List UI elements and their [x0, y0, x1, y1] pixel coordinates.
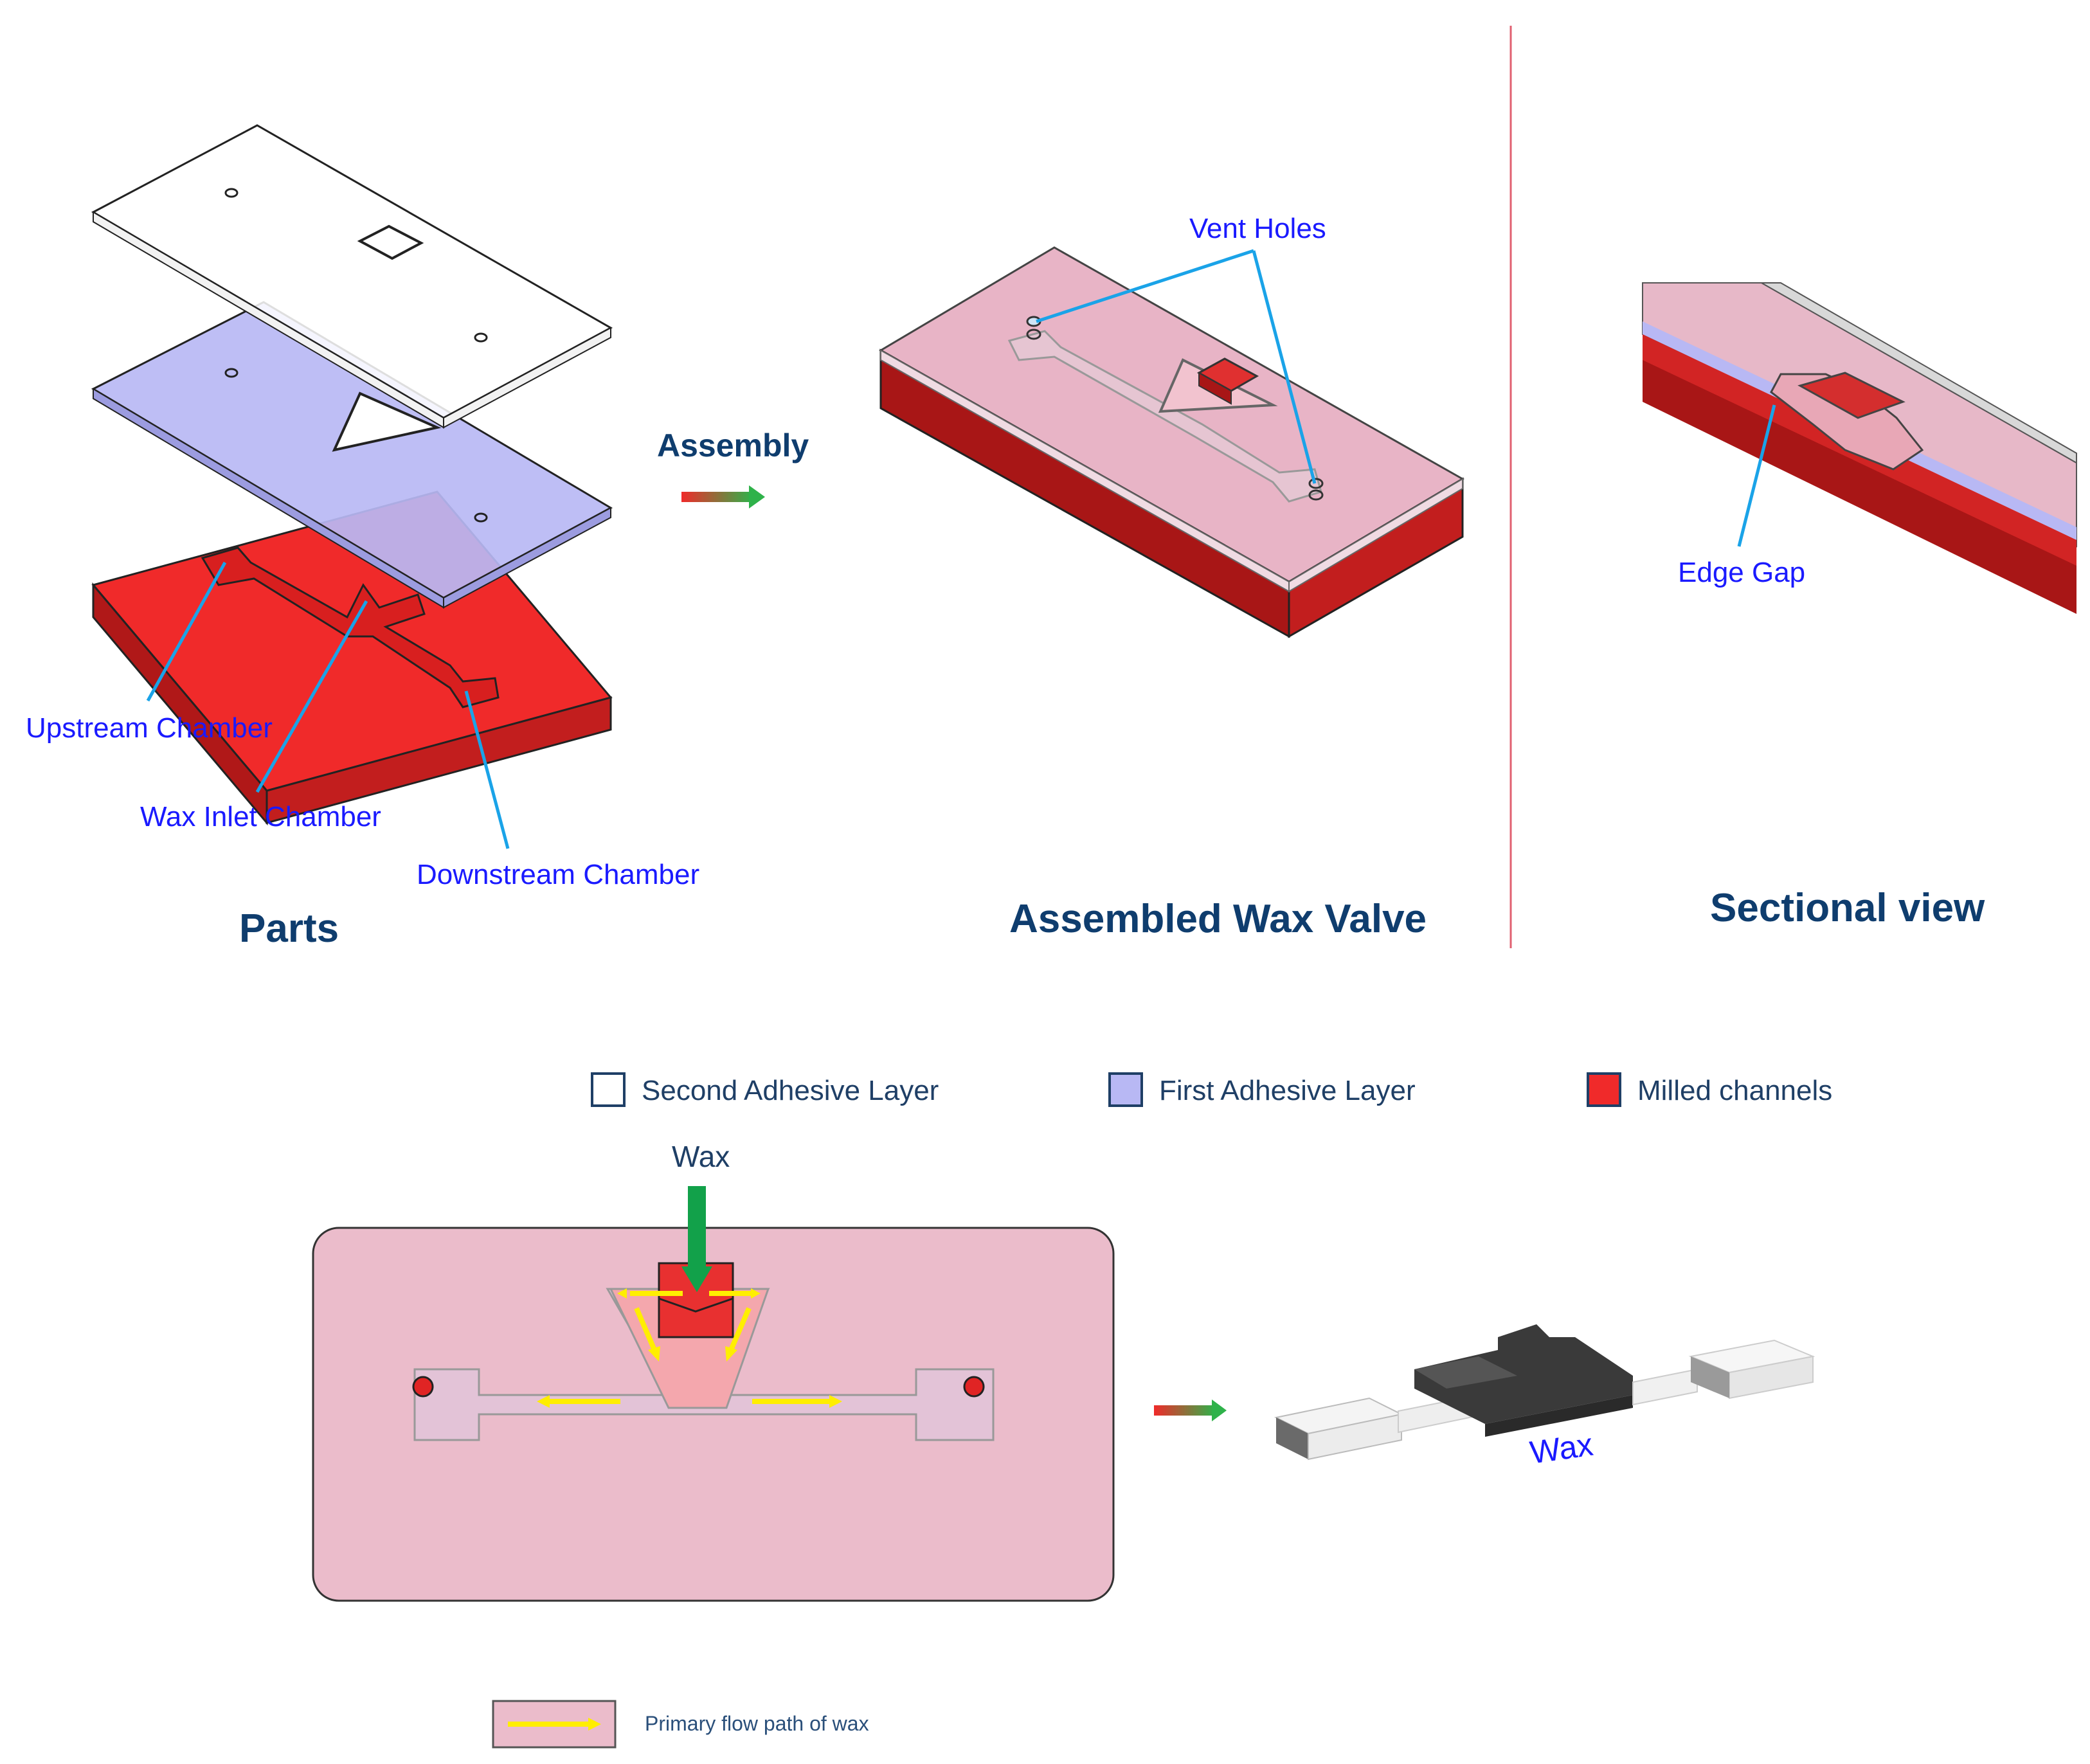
callout-line-upstream: [146, 561, 227, 702]
layer-legend: Second Adhesive Layer First Adhesive Lay…: [591, 1072, 1832, 1107]
flow-legend-arrow-head: [588, 1718, 601, 1731]
flow-arrow-diag-right: [728, 1307, 752, 1351]
wax-3d-label: Wax: [1527, 1426, 1595, 1471]
wax-inlet-chamber-label: Wax Inlet Chamber: [140, 801, 381, 833]
flow-arrow-diag-left: [634, 1307, 657, 1351]
wax-input-arrow-shaft: [688, 1186, 706, 1270]
result-arrow-head: [1212, 1400, 1227, 1421]
wax-3d-result: [1274, 1324, 1815, 1461]
second-adhesive-layer: [91, 124, 613, 429]
wax-input-arrow-head: [681, 1266, 712, 1292]
first-adhesive-layer: [91, 301, 613, 609]
assembly-arrow: [681, 492, 752, 502]
wax-fold-line: [658, 1297, 734, 1313]
legend-label-milled: Milled channels: [1637, 1075, 1832, 1106]
legend-swatch-second-adhesive: [591, 1072, 626, 1107]
legend-swatch-milled: [1587, 1072, 1621, 1107]
assembly-arrow-head: [749, 485, 765, 509]
flow-legend-label: Primary flow path of wax: [645, 1712, 869, 1735]
flow-diagram: Wax: [312, 1140, 1815, 1749]
wax-input-label: Wax: [672, 1140, 730, 1173]
callout-line-vent-2: [1252, 250, 1317, 484]
flow-arrows: [537, 1288, 842, 1408]
assembly-arrow-group: Assembly: [657, 428, 809, 509]
vent-hole-left: [412, 1376, 434, 1398]
result-arrow: [1154, 1405, 1215, 1416]
parts-exploded-view: Upstream Chamber Wax Inlet Chamber Downs…: [26, 124, 699, 951]
downstream-chamber-label: Downstream Chamber: [417, 859, 699, 890]
vent-holes-label: Vent Holes: [1189, 213, 1326, 244]
legend-label-second-adhesive: Second Adhesive Layer: [642, 1075, 939, 1106]
upstream-chamber-label: Upstream Chamber: [26, 712, 273, 744]
vent-hole-right: [963, 1376, 985, 1398]
edge-gap-label: Edge Gap: [1678, 557, 1805, 588]
callout-line-wax-inlet: [255, 600, 368, 793]
legend-swatch-first-adhesive: [1108, 1072, 1143, 1107]
legend-label-first-adhesive: First Adhesive Layer: [1159, 1075, 1416, 1106]
parts-title: Parts: [239, 906, 339, 951]
assembled-wax-valve: Vent Holes Assembled Wax Valve: [879, 213, 1464, 941]
assembled-title: Assembled Wax Valve: [1009, 897, 1427, 941]
callout-line-edge-gap: [1737, 404, 1776, 547]
callout-line-downstream: [464, 690, 510, 849]
sectional-title: Sectional view: [1710, 886, 1985, 930]
callout-line-vent-1: [1036, 249, 1254, 323]
sectional-view: Edge Gap Sectional view: [1642, 282, 2077, 930]
assembly-label: Assembly: [657, 428, 809, 464]
